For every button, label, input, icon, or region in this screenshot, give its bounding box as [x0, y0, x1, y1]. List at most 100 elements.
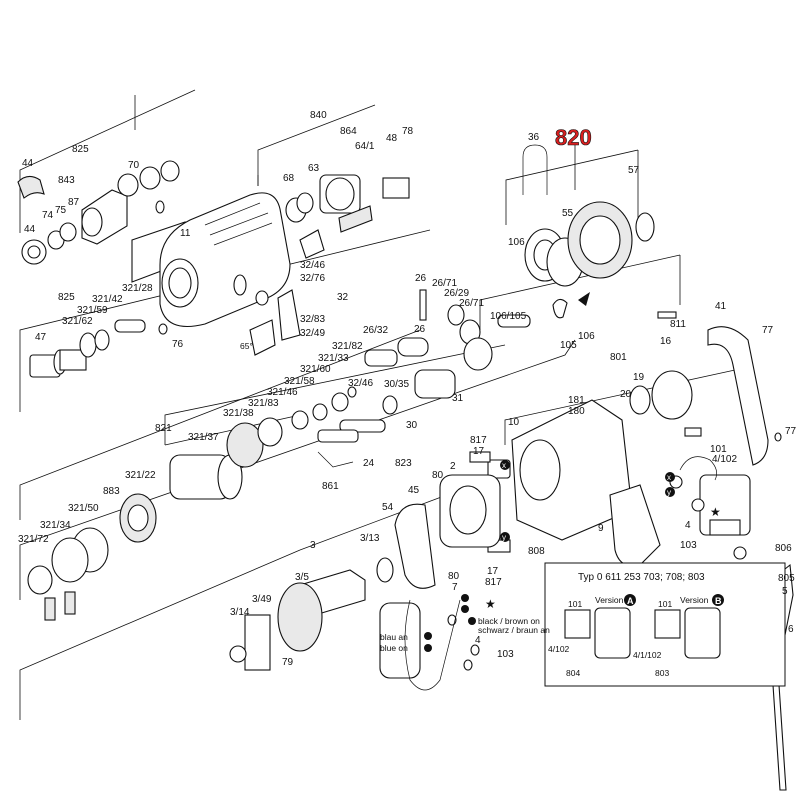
- part-label: 321/62: [62, 316, 93, 327]
- part-label: 181: [568, 395, 585, 406]
- part-label: 5: [782, 586, 788, 597]
- part-label: 11: [180, 228, 191, 239]
- part-label: 26/71: [432, 278, 457, 289]
- part-label: 32: [337, 292, 349, 303]
- part-label: 16: [660, 336, 672, 347]
- part-label: 3/13: [360, 533, 380, 544]
- part-label: 17: [487, 566, 499, 577]
- part-label: 24: [363, 458, 375, 469]
- part-label: 77: [785, 426, 797, 437]
- part-label: 30/35: [384, 379, 409, 390]
- part-label: 321/38: [223, 408, 254, 419]
- part-label: 45: [408, 485, 420, 496]
- part-label: 44: [22, 158, 34, 169]
- inset-4-102: 4/102: [548, 644, 570, 654]
- wiring-inset: Typ 0 611 253 703; 708; 803 Version A 10…: [544, 562, 786, 687]
- part-label: 843: [58, 175, 75, 186]
- field-armature-group: [229, 474, 501, 679]
- part-label: 26/71: [459, 298, 484, 309]
- part-label: 75: [55, 205, 67, 216]
- part-36-bracket: [522, 144, 548, 195]
- part-44-clip: [17, 175, 45, 199]
- part-label: 808: [528, 546, 545, 557]
- part-label: 26/32: [363, 325, 388, 336]
- inset-version-a: Version A 101 4/102 804: [548, 594, 636, 678]
- part-label: 74: [42, 210, 54, 221]
- part-label: 321/46: [267, 387, 298, 398]
- part-label: 32/76: [300, 273, 325, 284]
- part-label: 26: [415, 273, 427, 284]
- version-b-badge: B: [715, 596, 722, 606]
- part-label: 17: [473, 446, 485, 457]
- part-label: 103: [497, 649, 514, 660]
- part-label: 823: [395, 458, 412, 469]
- part-label: 883: [103, 486, 120, 497]
- note-schwarz-braun: schwarz / braun an: [478, 625, 550, 635]
- part-label: 26/29: [444, 288, 469, 299]
- part-label: 32/49: [300, 328, 325, 339]
- part-label: 79: [282, 657, 294, 668]
- star-mark: ★: [710, 505, 721, 519]
- motor-housing-group: [469, 311, 782, 567]
- inset-101b: 101: [658, 599, 672, 609]
- part-label: 19: [633, 372, 645, 383]
- part-label: 105: [560, 340, 577, 351]
- part-label: 817: [485, 577, 502, 588]
- part-label: 3/5: [295, 572, 309, 583]
- part-label: 7: [452, 582, 458, 593]
- part-label: 80: [432, 470, 444, 481]
- part-label: 77: [762, 325, 774, 336]
- part-label: 321/33: [318, 353, 349, 364]
- badge-x: x: [502, 461, 506, 470]
- part-label: 321/82: [332, 341, 363, 352]
- note-black-brown: black / brown on: [478, 616, 540, 626]
- tool-holder-group: [17, 160, 186, 283]
- part-label: 32/83: [300, 314, 325, 325]
- part-label: 87: [68, 197, 80, 208]
- wiring-detail: black / brown on schwarz / braun an blau…: [380, 505, 721, 691]
- part-label: 321/42: [92, 294, 123, 305]
- part-label: 80: [448, 571, 460, 582]
- part-label: 821: [155, 423, 172, 434]
- bushing-group: [339, 289, 493, 433]
- part-label: 3/14: [230, 607, 250, 618]
- version-a-label: Version: [595, 595, 624, 605]
- part-label: 321/37: [188, 432, 219, 443]
- inset-803: 803: [655, 668, 669, 678]
- part-label: 76: [172, 339, 184, 350]
- part-label: 321/83: [248, 398, 279, 409]
- part-label: 32/46: [348, 378, 373, 389]
- badge-y: y: [502, 533, 506, 542]
- note-blue-on: blue on: [380, 643, 408, 653]
- part-9-handle: [609, 484, 661, 567]
- inset-101a: 101: [568, 599, 582, 609]
- part-label: 321/58: [284, 376, 315, 387]
- part-label: 26: [414, 324, 426, 335]
- part-label: 864: [340, 126, 357, 137]
- part-label: 57: [628, 165, 640, 176]
- part-label: 321/50: [68, 503, 99, 514]
- part-label: 321/28: [122, 283, 153, 294]
- part-label: 801: [610, 352, 627, 363]
- part-label: 805: [778, 573, 795, 584]
- part-label: 2: [450, 461, 456, 472]
- part-label: 4/102: [712, 454, 737, 465]
- part-label: 65°: [240, 341, 253, 351]
- inset-version-b: Version B 101 4/1/102 803: [633, 594, 724, 678]
- part-label: 106: [508, 237, 525, 248]
- part-label: 321/34: [40, 520, 71, 531]
- part-label: 30: [406, 420, 418, 431]
- part-label: 3: [310, 540, 316, 551]
- part-label: 825: [72, 144, 89, 155]
- part-label: 54: [382, 502, 394, 513]
- part-label: 861: [322, 481, 339, 492]
- part-label: 70: [128, 160, 140, 171]
- version-b-label: Version: [680, 595, 709, 605]
- part-label: 103: [680, 540, 697, 551]
- part-label: 321/22: [125, 470, 156, 481]
- part-label: 321/60: [300, 364, 331, 375]
- part-label: 817: [470, 435, 487, 446]
- part-label: 41: [715, 301, 727, 312]
- note-blau-an: blau an: [380, 632, 408, 642]
- part-label: 78: [402, 126, 414, 137]
